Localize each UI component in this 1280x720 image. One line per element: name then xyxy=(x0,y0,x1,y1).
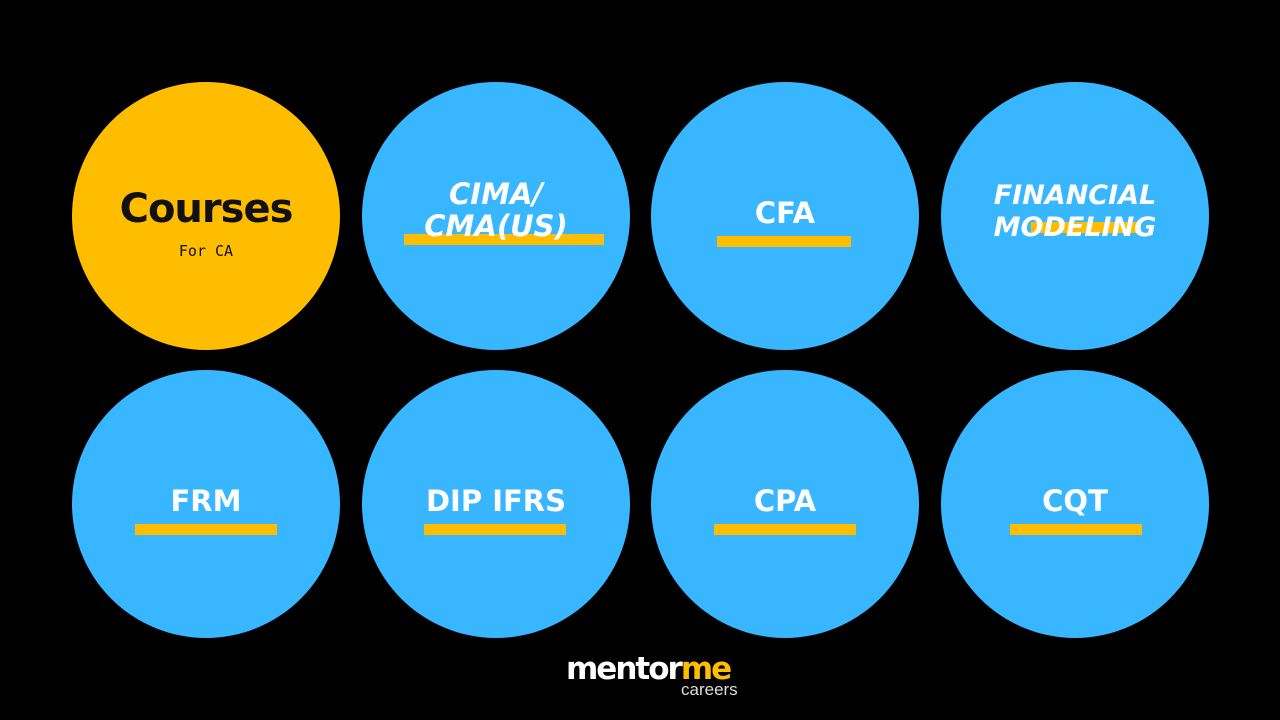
courses-subtitle: For CA xyxy=(178,242,234,260)
course-cfa[interactable]: CFA xyxy=(651,82,919,350)
courses-for-ca-circle: Courses For CA xyxy=(72,82,340,350)
course-dip-ifrs[interactable]: DIP IFRS xyxy=(362,370,630,638)
course-financial-modeling[interactable]: FINANCIAL MODELING xyxy=(941,82,1209,350)
courses-title: Courses xyxy=(119,186,294,232)
course-label-line2: CMA(US) xyxy=(424,209,568,243)
course-label-line2: MODELING xyxy=(993,212,1157,243)
highlight-bar xyxy=(424,524,566,535)
course-label-line1: FINANCIAL xyxy=(993,180,1157,211)
highlight-bar xyxy=(135,524,277,535)
logo-part-mentor: mentor xyxy=(566,651,683,687)
course-label: FRM xyxy=(170,484,242,518)
mentorme-careers-logo: mentorme careers xyxy=(566,652,746,702)
course-label: CFA xyxy=(754,196,816,230)
logo-part-me: me xyxy=(680,651,732,687)
highlight-bar xyxy=(1031,222,1141,233)
highlight-bar xyxy=(404,234,604,245)
course-cqt[interactable]: CQT xyxy=(941,370,1209,638)
highlight-bar xyxy=(714,524,856,535)
course-label: CQT xyxy=(1042,484,1108,518)
highlight-bar xyxy=(1010,524,1142,535)
course-label: CPA xyxy=(753,484,817,518)
course-label-line1: CIMA/ xyxy=(449,177,543,211)
highlight-bar xyxy=(717,236,851,247)
course-cima-cma[interactable]: CIMA/ CMA(US) xyxy=(362,82,630,350)
logo-wordmark: mentorme xyxy=(566,651,732,687)
course-cpa[interactable]: CPA xyxy=(651,370,919,638)
course-label: DIP IFRS xyxy=(425,484,567,518)
course-frm[interactable]: FRM xyxy=(72,370,340,638)
logo-careers: careers xyxy=(681,680,738,699)
